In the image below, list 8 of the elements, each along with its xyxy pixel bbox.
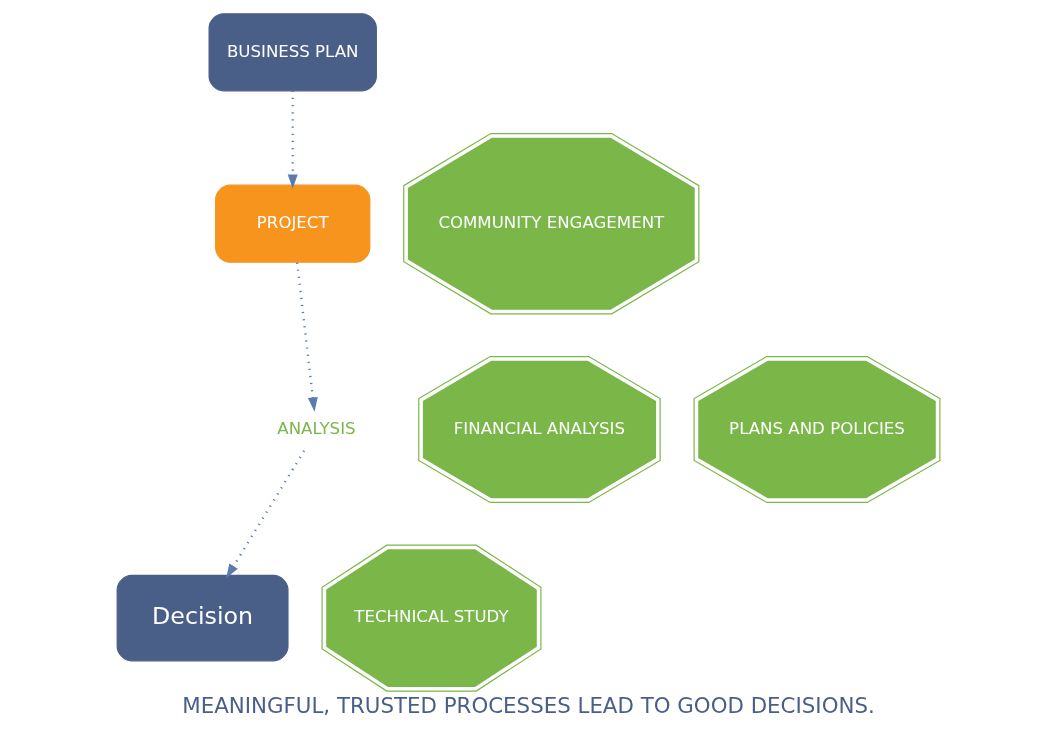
node-box: PROJECT [214, 184, 370, 263]
caption: MEANINGFUL, TRUSTED PROCESSES LEAD TO GOOD DECISIONS. [181, 692, 875, 718]
node-box: BUSINESS PLAN [208, 12, 377, 91]
arrow [225, 449, 305, 578]
arrow [287, 90, 298, 189]
arrow [295, 262, 318, 412]
node-text: ANALYSIS [276, 418, 356, 438]
node-box: Decision [116, 574, 289, 661]
